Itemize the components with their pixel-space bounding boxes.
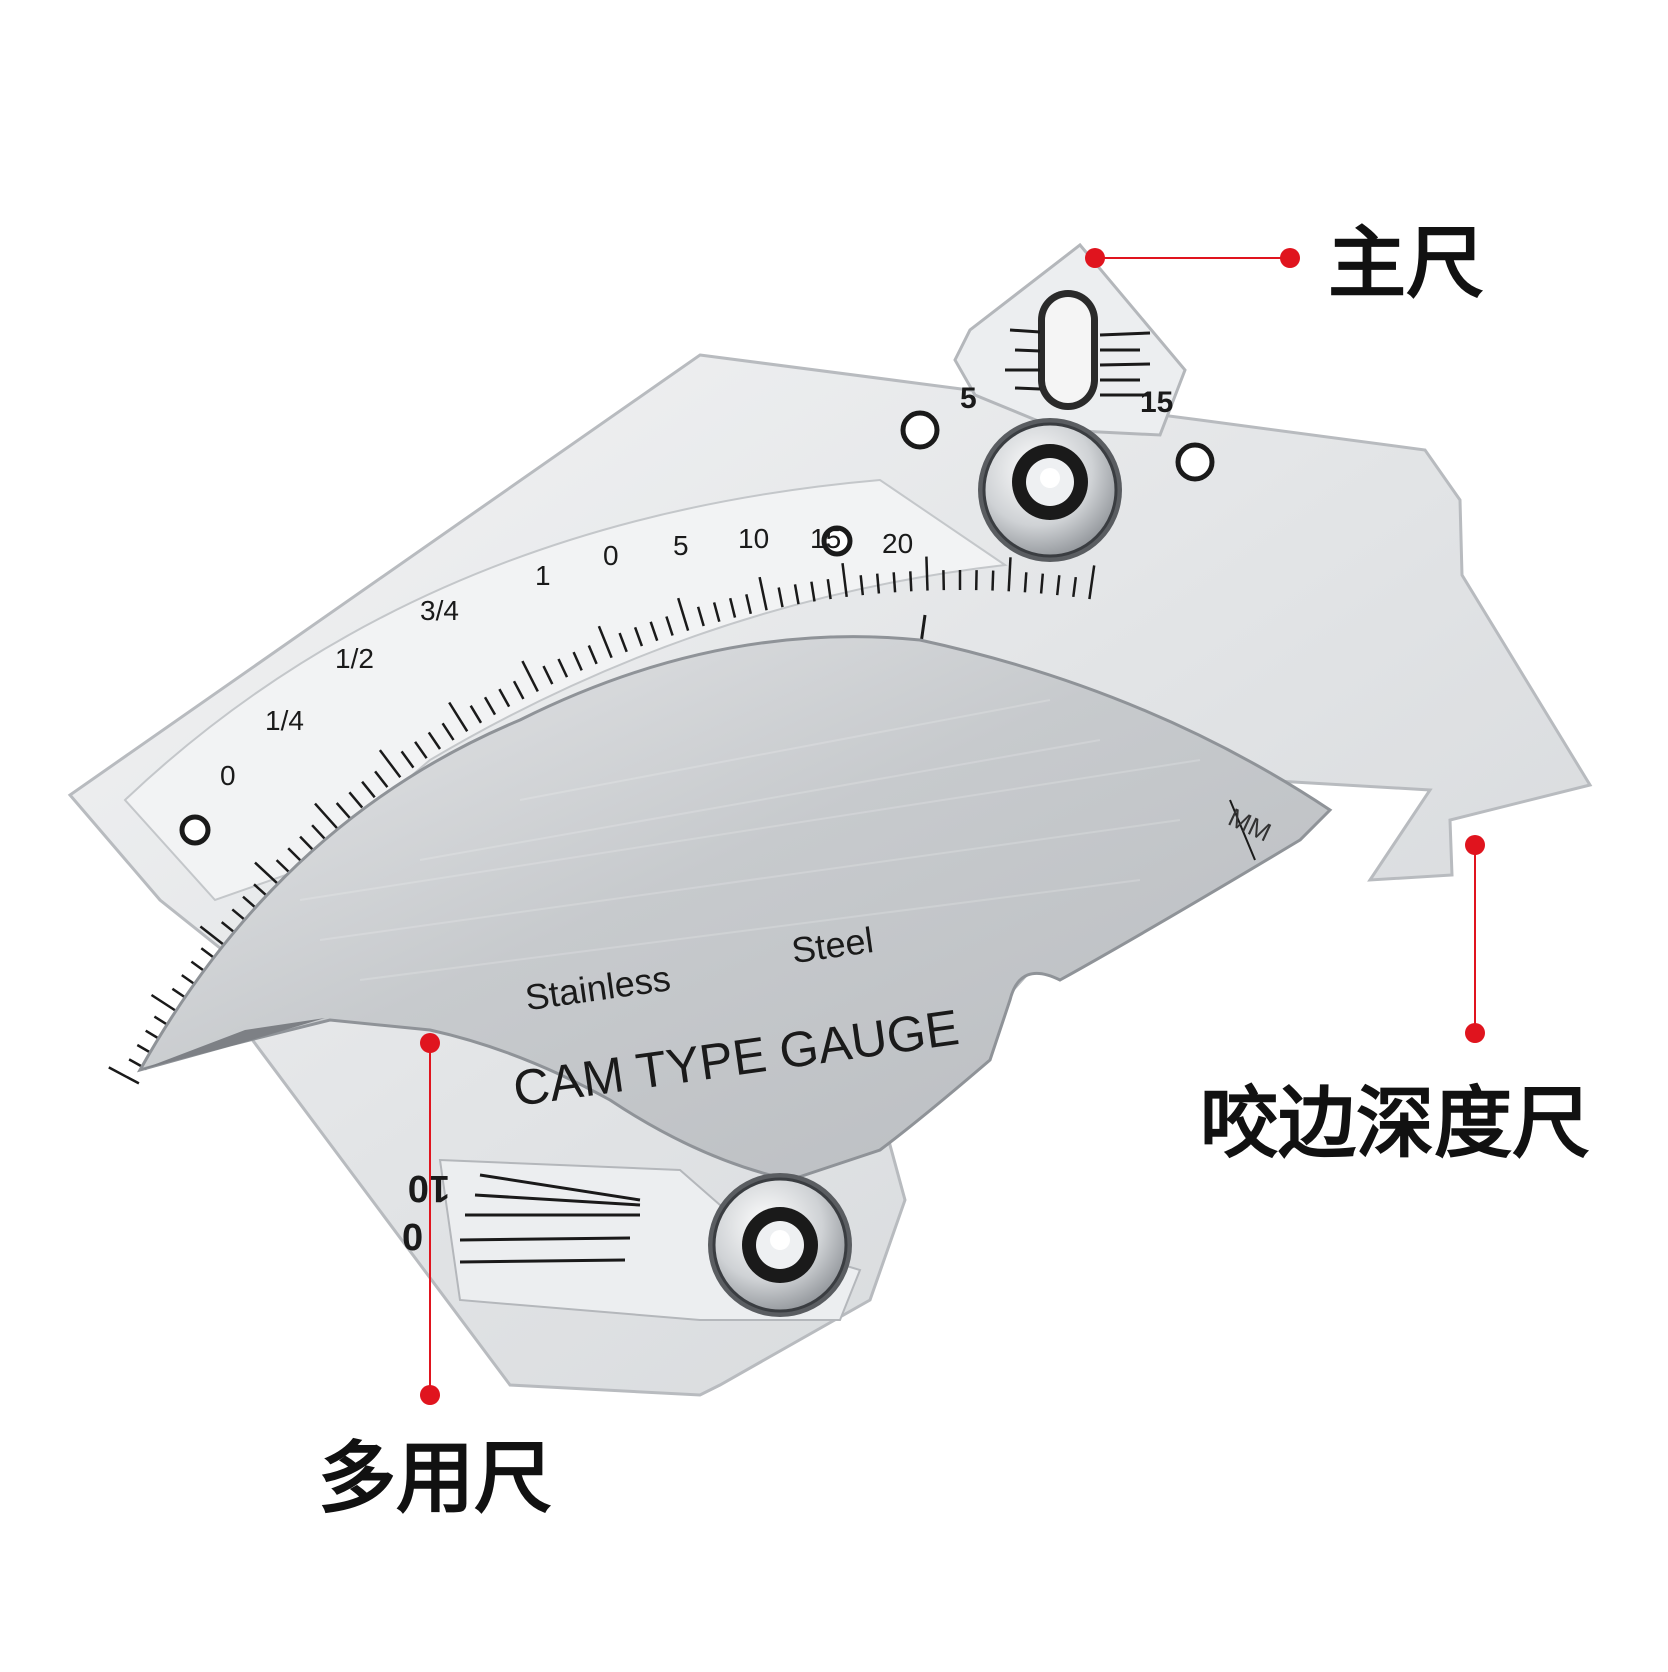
mm-label: 10 (738, 523, 769, 554)
mm-label: 0 (603, 540, 619, 571)
lower-scale-label-10: 10 (408, 1167, 450, 1209)
inch-label: 1/4 (265, 705, 304, 736)
arc-tick (109, 1067, 139, 1083)
arc-tick (1041, 574, 1043, 594)
inch-label: 1/2 (335, 643, 374, 674)
top-scale-label-5: 5 (960, 382, 977, 415)
mm-label: 20 (882, 528, 913, 559)
arc-tick (910, 571, 911, 591)
mm-label: 15 (810, 523, 841, 554)
lower-scale-label-0: 0 (402, 1217, 423, 1259)
arc-tick (894, 572, 895, 592)
callout-main-ruler: 主尺 (1328, 225, 1484, 303)
inch-label: 1 (535, 560, 551, 591)
bottom-knob (708, 1173, 852, 1317)
arc-tick (993, 571, 994, 591)
inch-label: 0 (220, 760, 236, 791)
top-knob (978, 418, 1122, 562)
top-scale-label-15: 15 (1140, 386, 1173, 419)
inch-label: 3/4 (420, 595, 459, 626)
arc-tick (1025, 572, 1026, 592)
callout-undercut-leader (1465, 835, 1485, 1043)
callout-main-ruler-leader (1085, 248, 1300, 268)
callout-multi-purpose-ruler: 多用尺 (318, 1440, 552, 1518)
callout-undercut-depth-ruler: 咬边深度尺 (1200, 1085, 1590, 1163)
arc-tick (877, 574, 879, 594)
arc-tick (926, 557, 927, 591)
mm-label: 5 (673, 530, 689, 561)
